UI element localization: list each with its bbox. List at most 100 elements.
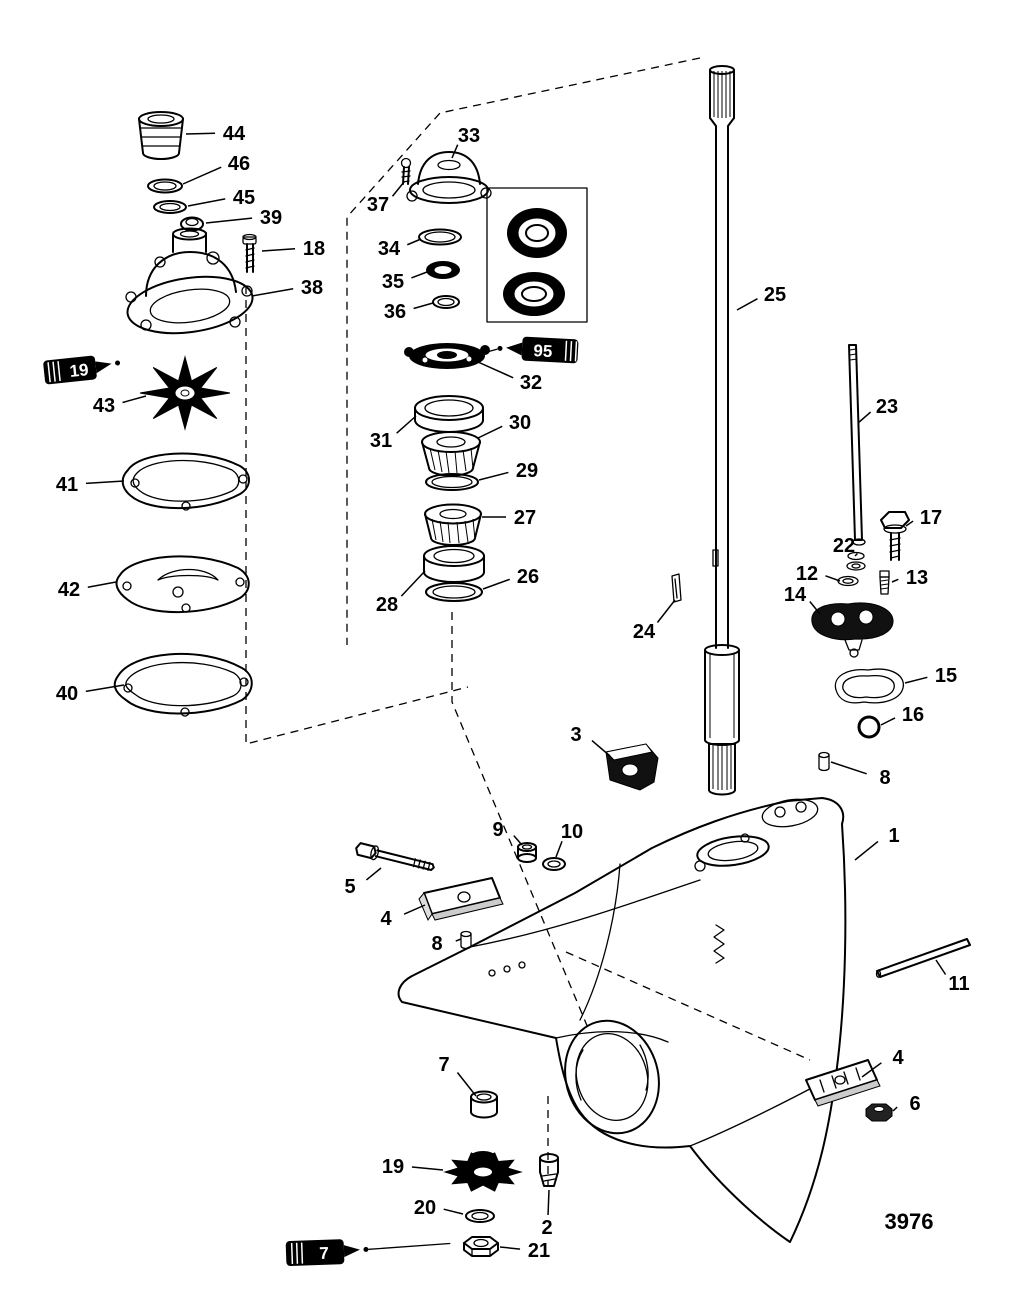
part-15-gasket	[834, 668, 904, 704]
callout-26: 26	[517, 566, 539, 588]
part-13-fitting	[879, 570, 890, 595]
leader-line-35	[411, 271, 428, 279]
leader-line-20	[443, 1208, 464, 1215]
callout-38: 38	[301, 277, 323, 299]
leader-line-26	[482, 578, 511, 590]
leader-line-2	[547, 1189, 550, 1216]
callout-44: 44	[223, 123, 246, 145]
callout-30: 30	[509, 412, 531, 434]
part-5-bolt	[355, 842, 435, 871]
callout-31: 31	[370, 430, 392, 452]
leader-line-10	[555, 840, 563, 858]
part-41-gasket	[121, 452, 250, 511]
callout-40: 40	[56, 683, 78, 705]
callout-17: 17	[920, 507, 942, 529]
callout-36: 36	[384, 301, 406, 323]
part-37-screw	[400, 157, 412, 185]
leader-line-21	[499, 1246, 521, 1250]
callout-6: 6	[909, 1093, 920, 1115]
leader-line-36	[413, 302, 434, 310]
callout-45: 45	[233, 187, 255, 209]
callout-3: 3	[570, 724, 581, 746]
leader-line-40	[85, 684, 125, 693]
callout-19: 19	[382, 1156, 404, 1178]
part-9-bushing	[517, 842, 537, 863]
callout-46: 46	[228, 153, 250, 175]
callout-41: 41	[56, 474, 78, 496]
part-4-anode-left	[418, 877, 504, 922]
sealant-tube-7: 7	[285, 1239, 451, 1267]
diagram-number: 3976	[885, 1209, 934, 1234]
leader-line-11	[935, 959, 947, 975]
callout-29: 29	[516, 460, 538, 482]
part-8-dowel-left	[460, 930, 472, 950]
part-8-dowel-right	[818, 751, 830, 772]
leader-line-14	[809, 601, 821, 615]
part-32-bearing-retainer	[404, 343, 490, 369]
leader-line-8	[830, 761, 867, 775]
callout-13: 13	[906, 567, 928, 589]
part-44-water-tube-guide	[138, 111, 184, 160]
part-10-washer	[542, 857, 566, 871]
part-42-face-plate	[115, 555, 250, 614]
part-35-seal	[426, 261, 460, 279]
tube-95-label: 95	[533, 341, 553, 361]
leader-line-41	[85, 480, 125, 485]
leader-line-9	[513, 835, 523, 846]
part-46-o-ring	[147, 178, 183, 194]
leader-line-4	[403, 904, 426, 915]
callout-15: 15	[935, 665, 957, 687]
callout-23: 23	[876, 396, 898, 418]
part-40-gasket	[113, 653, 253, 717]
part-27-tapered-bearing	[424, 503, 482, 546]
sealant-tube-19: 19	[43, 355, 121, 385]
construction-lines	[245, 57, 811, 1186]
leader-line-45	[187, 198, 226, 207]
part-31-bearing-race	[414, 395, 484, 433]
leader-line-33	[451, 144, 459, 159]
part-34-o-ring	[418, 228, 462, 246]
callout-14: 14	[784, 584, 807, 606]
callout-11: 11	[948, 973, 969, 995]
leader-line-12	[825, 575, 841, 582]
part-19-pinion-gear	[443, 1151, 523, 1192]
part-22-washers	[846, 551, 866, 571]
leader-line-15	[904, 676, 928, 684]
leader-line-6	[892, 1106, 898, 1112]
leader-line-44	[185, 132, 216, 135]
part-11-trim-rod	[875, 938, 971, 978]
callout-8: 8	[879, 767, 890, 789]
leader-line-23	[857, 411, 872, 424]
leader-line-24	[656, 599, 676, 623]
callout-5: 5	[344, 876, 355, 898]
part-2-plug	[539, 1153, 559, 1187]
callout-28: 28	[376, 594, 398, 616]
leader-line-3	[591, 739, 611, 757]
leader-line-8	[455, 938, 462, 942]
callout-33: 33	[458, 125, 480, 147]
callout-layer: 4446453918384341424033373435363231302927…	[56, 123, 970, 1262]
sealant-tube-95: 95	[481, 336, 579, 364]
callout-9: 9	[492, 819, 503, 841]
callout-16: 16	[902, 704, 924, 726]
leader-line-19	[411, 1166, 444, 1171]
leader-line-22	[854, 552, 858, 557]
callout-8: 8	[431, 933, 442, 955]
part-30-tapered-bearing	[421, 431, 481, 477]
leader-line-4	[861, 1062, 882, 1078]
part-14-shift-cam-housing	[811, 602, 894, 658]
callout-35: 35	[382, 271, 404, 293]
leader-line-32	[477, 361, 514, 379]
part-7-bearing	[470, 1090, 498, 1119]
part-28-bearing-cup	[423, 545, 485, 583]
callout-18: 18	[303, 238, 325, 260]
callout-1: 1	[888, 825, 899, 847]
leader-line-5	[365, 867, 382, 881]
callout-43: 43	[93, 395, 115, 417]
leader-line-37	[391, 181, 405, 197]
callout-12: 12	[796, 563, 818, 585]
tube-19-label: 19	[69, 360, 90, 381]
leader-line-30	[477, 425, 503, 439]
callout-27: 27	[514, 507, 536, 529]
